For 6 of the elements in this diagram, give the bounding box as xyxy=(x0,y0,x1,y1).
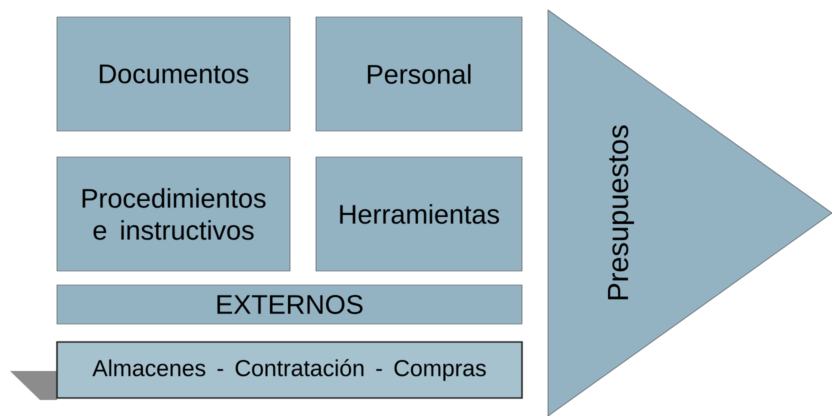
text-box: Almacenes - Contratación - Compras xyxy=(10,341,523,400)
text-box: Personal xyxy=(316,16,522,132)
text-box: EXTERNOS xyxy=(56,284,522,324)
text-box: Documentos xyxy=(56,16,290,132)
text-box: Herramientas xyxy=(316,156,522,272)
text-box: Procedimientos e instructivos xyxy=(56,156,290,272)
